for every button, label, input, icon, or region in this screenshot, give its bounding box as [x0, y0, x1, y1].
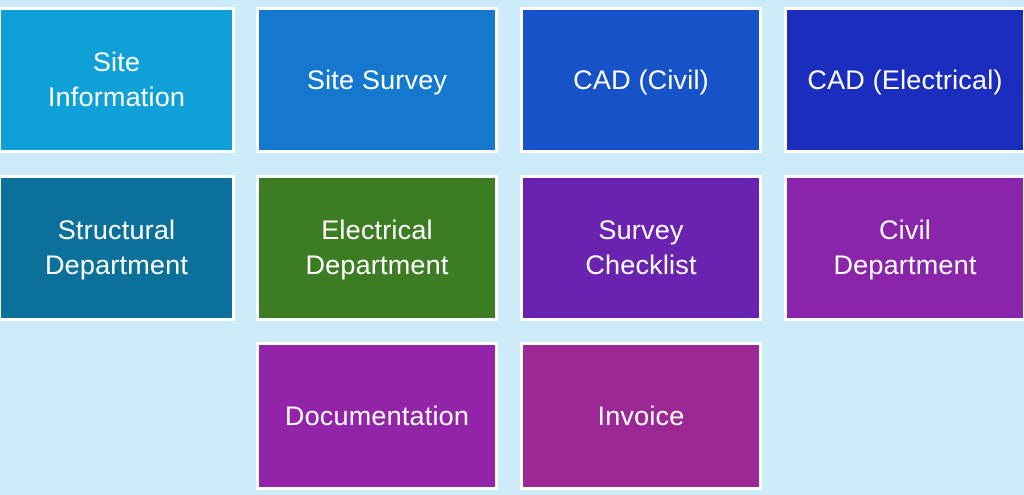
tile-label: Electrical Department	[305, 215, 449, 280]
tile-label: Civil Department	[833, 215, 977, 280]
tile-label: CAD (Electrical)	[807, 64, 1003, 95]
tile-label: Invoice	[597, 400, 685, 431]
tile-site-information[interactable]: Site Information	[0, 7, 235, 153]
tile-structural-department[interactable]: Structural Department	[0, 175, 235, 321]
tile-label: Site Survey	[306, 64, 448, 95]
tile-label: Site Information	[47, 47, 186, 112]
tile-label: Structural Department	[44, 215, 189, 280]
tile-label: CAD (Civil)	[573, 64, 709, 95]
tile-documentation[interactable]: Documentation	[256, 342, 498, 490]
tile-civil-department[interactable]: Civil Department	[784, 175, 1024, 321]
tile-cad-electrical[interactable]: CAD (Electrical)	[784, 7, 1024, 153]
tile-cad-civil[interactable]: CAD (Civil)	[520, 7, 762, 153]
tile-label: Documentation	[284, 400, 470, 431]
tile-site-survey[interactable]: Site Survey	[256, 7, 498, 153]
tile-survey-checklist[interactable]: Survey Checklist	[520, 175, 762, 321]
tile-electrical-department[interactable]: Electrical Department	[256, 175, 498, 321]
tile-invoice[interactable]: Invoice	[520, 342, 762, 490]
tile-label: Survey Checklist	[585, 215, 697, 280]
